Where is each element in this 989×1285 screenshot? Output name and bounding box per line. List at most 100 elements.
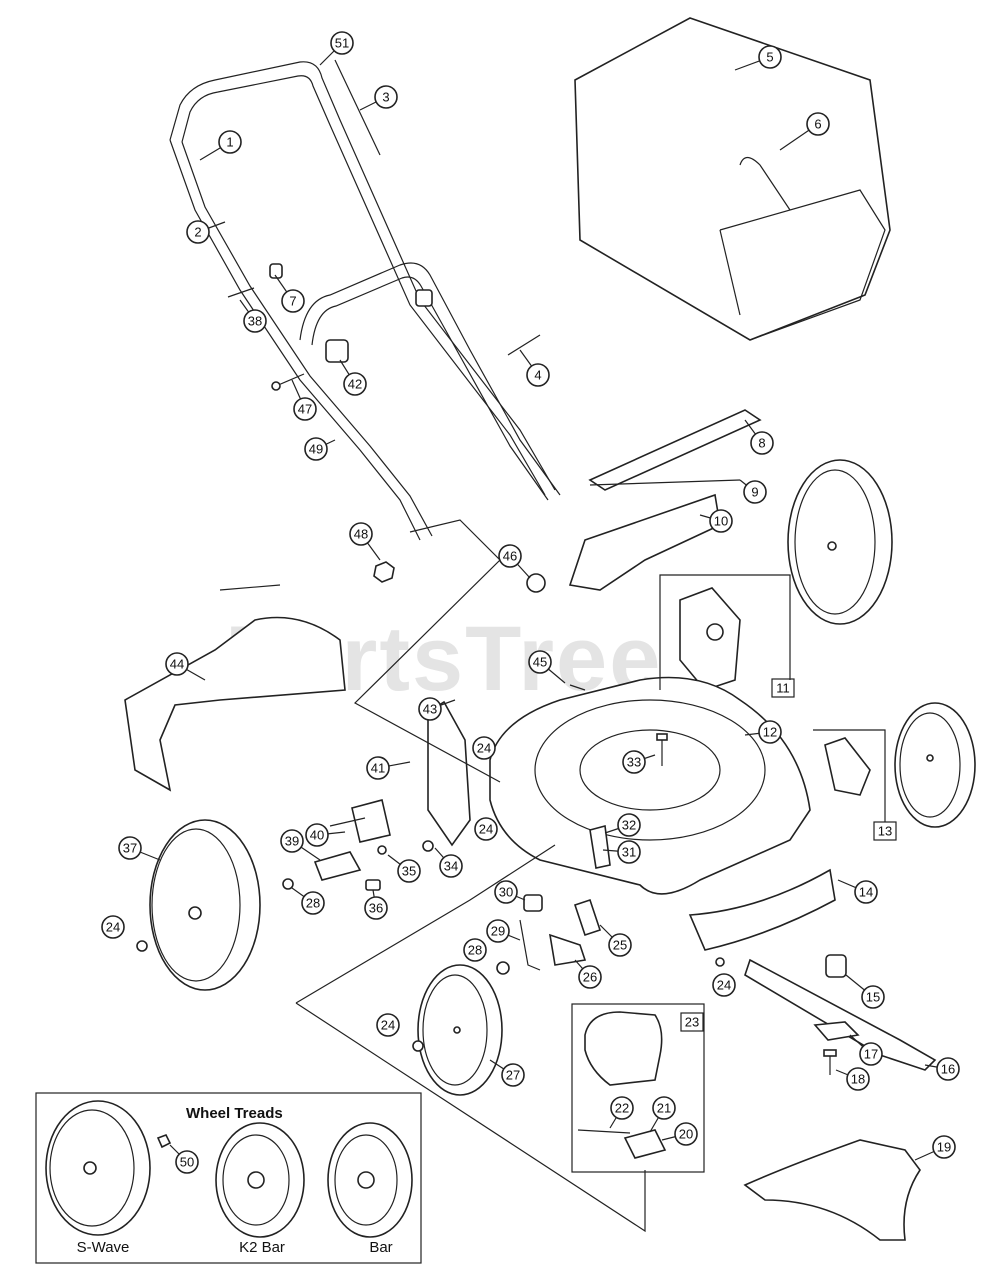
box-labels: 11 13 23 bbox=[680, 678, 897, 1032]
bolt-28-left bbox=[282, 878, 294, 890]
grass-bag bbox=[574, 17, 891, 341]
bolt-33 bbox=[656, 733, 668, 766]
front-wheel-left bbox=[417, 964, 503, 1096]
callout-24-3: 24 bbox=[101, 915, 125, 939]
callout-42: 42 bbox=[343, 372, 367, 396]
callout-47: 47 bbox=[293, 397, 317, 421]
callout-24-2: 24 bbox=[474, 817, 498, 841]
callout-21: 21 bbox=[652, 1096, 676, 1120]
callout-31: 31 bbox=[617, 840, 641, 864]
callout-37: 37 bbox=[118, 836, 142, 860]
chute-door-10 bbox=[568, 493, 721, 591]
svg-text:28: 28 bbox=[468, 943, 482, 958]
mulch-plug-19 bbox=[743, 1139, 921, 1241]
callout-26: 26 bbox=[578, 965, 602, 989]
wheel-treads-inset: Wheel Treads S-Wave K2 Bar Bar bbox=[35, 1092, 422, 1264]
mower-deck bbox=[489, 676, 811, 895]
bolt-47 bbox=[271, 373, 305, 391]
svg-text:11: 11 bbox=[776, 681, 790, 696]
svg-text:12: 12 bbox=[763, 725, 777, 740]
svg-text:16: 16 bbox=[941, 1062, 955, 1077]
nut-35 bbox=[377, 845, 387, 855]
svg-text:46: 46 bbox=[503, 549, 517, 564]
callout-8: 8 bbox=[750, 431, 774, 455]
svg-text:28: 28 bbox=[306, 896, 320, 911]
svg-text:1: 1 bbox=[226, 135, 233, 150]
svg-text:24: 24 bbox=[477, 741, 491, 756]
svg-text:30: 30 bbox=[499, 885, 513, 900]
rod-9 bbox=[589, 479, 741, 486]
svg-text:45: 45 bbox=[533, 655, 547, 670]
bolt-38 bbox=[227, 287, 255, 298]
wheel-treads-title: Wheel Treads bbox=[186, 1105, 283, 1122]
callout-18: 18 bbox=[846, 1067, 870, 1091]
svg-text:7: 7 bbox=[289, 294, 296, 309]
callout-4: 4 bbox=[526, 363, 550, 387]
svg-text:32: 32 bbox=[622, 818, 636, 833]
bolt-18 bbox=[823, 1049, 837, 1075]
nut-24-baffle bbox=[715, 957, 725, 967]
callout-40: 40 bbox=[305, 823, 329, 847]
svg-text:15: 15 bbox=[866, 990, 880, 1005]
lever-29 bbox=[519, 919, 541, 971]
callout-12: 12 bbox=[758, 720, 782, 744]
svg-text:51: 51 bbox=[335, 36, 349, 51]
bolt-28-right bbox=[496, 961, 510, 975]
box-label-13: 13 bbox=[873, 821, 897, 841]
svg-text:47: 47 bbox=[298, 402, 312, 417]
cover-30 bbox=[523, 894, 543, 912]
svg-text:38: 38 bbox=[248, 314, 262, 329]
callout-43: 43 bbox=[418, 697, 442, 721]
svg-text:37: 37 bbox=[123, 841, 137, 856]
nut-50 bbox=[156, 1133, 172, 1149]
svg-text:9: 9 bbox=[751, 485, 758, 500]
callout-29: 29 bbox=[486, 919, 510, 943]
svg-text:29: 29 bbox=[491, 924, 505, 939]
svg-text:21: 21 bbox=[657, 1101, 671, 1116]
callout-2: 2 bbox=[186, 220, 210, 244]
height-adjuster-13 bbox=[824, 737, 871, 796]
callout-51: 51 bbox=[330, 31, 354, 55]
blade-16 bbox=[744, 958, 937, 1071]
callout-50: 50 bbox=[175, 1150, 199, 1174]
callout-10: 10 bbox=[709, 509, 733, 533]
cable-3 bbox=[334, 59, 381, 156]
handle-knob-right bbox=[415, 289, 433, 307]
callout-38: 38 bbox=[243, 309, 267, 333]
svg-text:26: 26 bbox=[583, 970, 597, 985]
adapter-15 bbox=[825, 954, 847, 978]
bolt-45 bbox=[569, 684, 586, 691]
callout-33: 33 bbox=[622, 750, 646, 774]
tread-bar bbox=[327, 1122, 413, 1238]
plate-40 bbox=[329, 799, 391, 843]
callout-34: 34 bbox=[439, 854, 463, 878]
callout-41: 41 bbox=[366, 756, 390, 780]
callout-45: 45 bbox=[528, 650, 552, 674]
callout-28-2: 28 bbox=[463, 938, 487, 962]
lever-25 bbox=[573, 898, 602, 937]
handle-knob-left bbox=[325, 339, 349, 363]
svg-text:5: 5 bbox=[766, 50, 773, 65]
spring-46 bbox=[526, 573, 546, 593]
callout-19: 19 bbox=[932, 1135, 956, 1159]
svg-text:10: 10 bbox=[714, 514, 728, 529]
box-label-11: 11 bbox=[771, 678, 795, 698]
svg-text:2: 2 bbox=[194, 225, 201, 240]
rear-shield-44 bbox=[124, 616, 346, 792]
box-label-23: 23 bbox=[680, 1012, 704, 1032]
svg-text:33: 33 bbox=[627, 755, 641, 770]
callout-22: 22 bbox=[610, 1096, 634, 1120]
tread-label-bar: Bar bbox=[369, 1239, 392, 1256]
callout-16: 16 bbox=[936, 1057, 960, 1081]
callout-35: 35 bbox=[397, 859, 421, 883]
height-adjuster-11 bbox=[679, 587, 741, 691]
upper-handle bbox=[169, 61, 556, 541]
spacer-36 bbox=[365, 879, 381, 891]
tread-k2-bar bbox=[215, 1122, 305, 1238]
callout-24-4: 24 bbox=[712, 973, 736, 997]
callout-20: 20 bbox=[674, 1122, 698, 1146]
svg-text:44: 44 bbox=[170, 657, 184, 672]
callout-46: 46 bbox=[498, 544, 522, 568]
bolt-34 bbox=[422, 840, 434, 852]
